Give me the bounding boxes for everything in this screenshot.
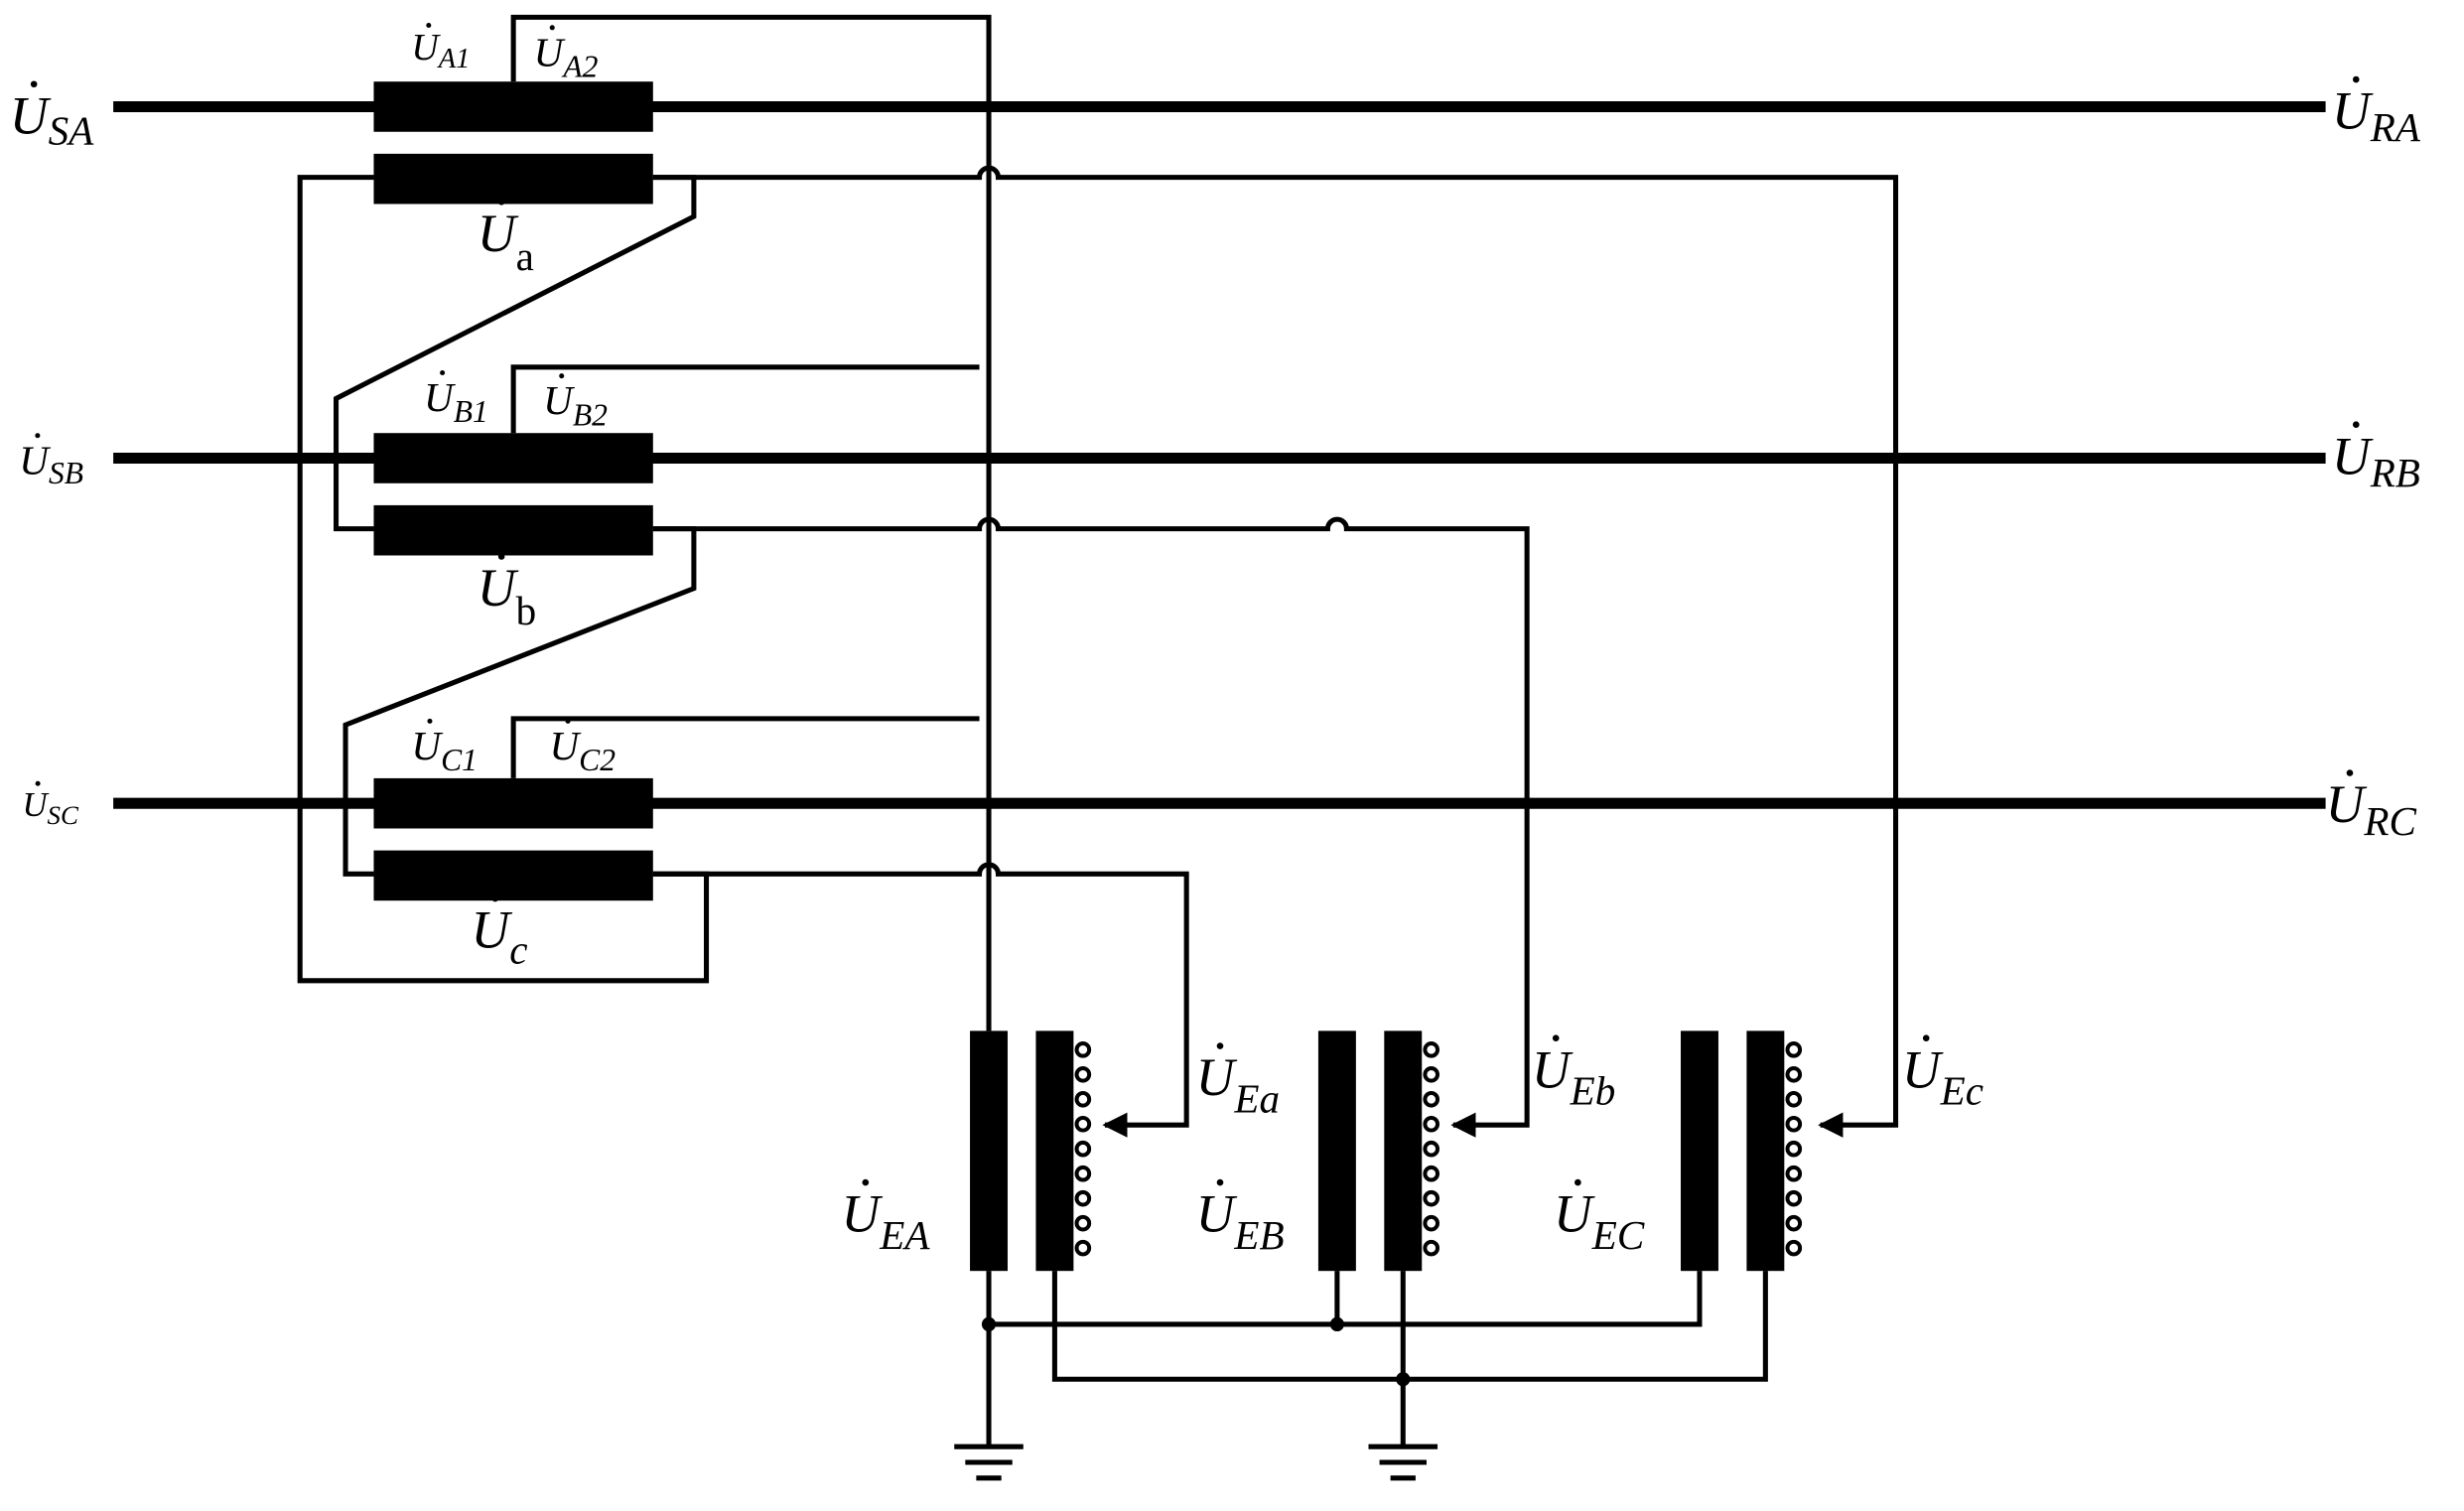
overdot xyxy=(35,433,41,439)
overdot xyxy=(1552,1034,1560,1041)
label-compensation-c: Uc xyxy=(471,900,527,973)
overdot xyxy=(35,780,41,786)
overdot xyxy=(549,25,555,31)
junction-dot xyxy=(981,1316,997,1332)
label-series-c1: UC1 xyxy=(411,723,478,777)
ground-symbol xyxy=(954,1443,1024,1481)
overdot xyxy=(1922,1034,1930,1041)
tap-circle xyxy=(1785,1041,1803,1058)
overdot xyxy=(440,369,446,376)
overdot xyxy=(1216,1042,1224,1049)
tap-circle xyxy=(1074,1041,1092,1058)
label-receiving-c: URC xyxy=(2326,774,2417,844)
overdot xyxy=(2352,75,2360,83)
label-series-a2: UA2 xyxy=(534,29,599,83)
label-receiving-b: URB xyxy=(2332,426,2420,495)
label-source-a: USA xyxy=(10,85,94,153)
label-compensation-b: Ub xyxy=(478,558,536,633)
overdot xyxy=(862,1178,870,1186)
ground-symbol xyxy=(1368,1443,1438,1481)
overdot xyxy=(2346,769,2354,776)
label-series-a1: UA1 xyxy=(411,27,470,74)
exciting-primary-a xyxy=(970,1030,1008,1272)
label-series-b2: UB2 xyxy=(543,377,608,432)
label-source-b: USB xyxy=(19,437,83,489)
tap-circle xyxy=(1785,1214,1803,1232)
overdot xyxy=(1574,1178,1581,1186)
tap-circle xyxy=(1785,1140,1803,1158)
overdot xyxy=(427,718,433,724)
tap-circle xyxy=(1423,1165,1440,1182)
tap-circle xyxy=(1785,1115,1803,1133)
tap-changers xyxy=(1074,1041,1803,1257)
overdot xyxy=(497,198,505,206)
junction-dot xyxy=(1396,1372,1411,1387)
tap-circle xyxy=(1074,1239,1092,1257)
tap-circle xyxy=(1785,1189,1803,1207)
tap-circle xyxy=(1423,1115,1440,1133)
tap-circle xyxy=(1785,1165,1803,1182)
tap-circle xyxy=(1074,1090,1092,1108)
tap-circle xyxy=(1423,1189,1440,1207)
series-winding-b-primary xyxy=(373,433,653,483)
output-wire-c xyxy=(652,862,1189,1138)
overdot xyxy=(491,894,499,902)
tap-wire-b xyxy=(510,364,980,434)
tap-circle xyxy=(1074,1066,1092,1083)
tap-circle xyxy=(1074,1189,1092,1207)
label-compensation-a: Ua xyxy=(478,204,534,279)
series-winding-a-primary xyxy=(373,81,653,132)
tap-circle xyxy=(1074,1165,1092,1182)
tap-circle xyxy=(1785,1090,1803,1108)
overdot xyxy=(1216,1178,1224,1186)
tap-circle xyxy=(1785,1066,1803,1083)
label-series-c2: UC2 xyxy=(549,723,616,777)
label-source-c: USC xyxy=(22,785,79,830)
label-receiving-a: URA xyxy=(2332,81,2421,151)
tap-circle xyxy=(1423,1041,1440,1058)
exciting-secondary-b xyxy=(1384,1030,1423,1272)
tap-circle xyxy=(1074,1115,1092,1133)
neutral-primary-bus xyxy=(989,1271,1703,1327)
output-wire-b xyxy=(652,516,1530,1138)
label-exciting-secondary-a: UEa xyxy=(1196,1047,1280,1121)
label-exciting-primary-b: UEB xyxy=(1196,1184,1285,1258)
tap-circle xyxy=(1423,1140,1440,1158)
tap-circle xyxy=(1423,1066,1440,1083)
tap-wire-c xyxy=(510,716,980,778)
tap-circle xyxy=(1423,1090,1440,1108)
tap-circle xyxy=(1785,1239,1803,1257)
series-winding-c-primary xyxy=(373,777,653,829)
label-exciting-primary-a: UEA xyxy=(841,1184,930,1258)
series-winding-c-secondary xyxy=(373,850,653,901)
exciting-primary-b xyxy=(1317,1030,1356,1272)
series-winding-b-secondary xyxy=(373,504,653,556)
tap-wire-a xyxy=(510,14,992,1031)
label-exciting-secondary-c: UEc xyxy=(1902,1039,1984,1113)
tap-circle xyxy=(1423,1214,1440,1232)
tap-circle xyxy=(1074,1214,1092,1232)
exciting-secondary-a xyxy=(1035,1030,1074,1272)
tap-circle xyxy=(1423,1239,1440,1257)
label-exciting-secondary-b: UEb xyxy=(1532,1039,1615,1113)
label-series-b1: UB1 xyxy=(424,374,488,429)
overdot xyxy=(426,22,432,29)
tap-circle xyxy=(1074,1140,1092,1158)
output-wire-a xyxy=(652,165,1899,1138)
junction-dot xyxy=(1329,1316,1345,1332)
label-exciting-primary-c: UEC xyxy=(1554,1184,1645,1258)
overdot xyxy=(2352,421,2360,429)
overdot xyxy=(559,373,565,379)
overdot xyxy=(565,718,571,724)
exciting-primary-c xyxy=(1681,1030,1718,1272)
exciting-secondary-c xyxy=(1746,1030,1785,1272)
overdot xyxy=(30,80,38,88)
overdot xyxy=(497,553,505,560)
series-winding-a-secondary xyxy=(373,153,653,205)
